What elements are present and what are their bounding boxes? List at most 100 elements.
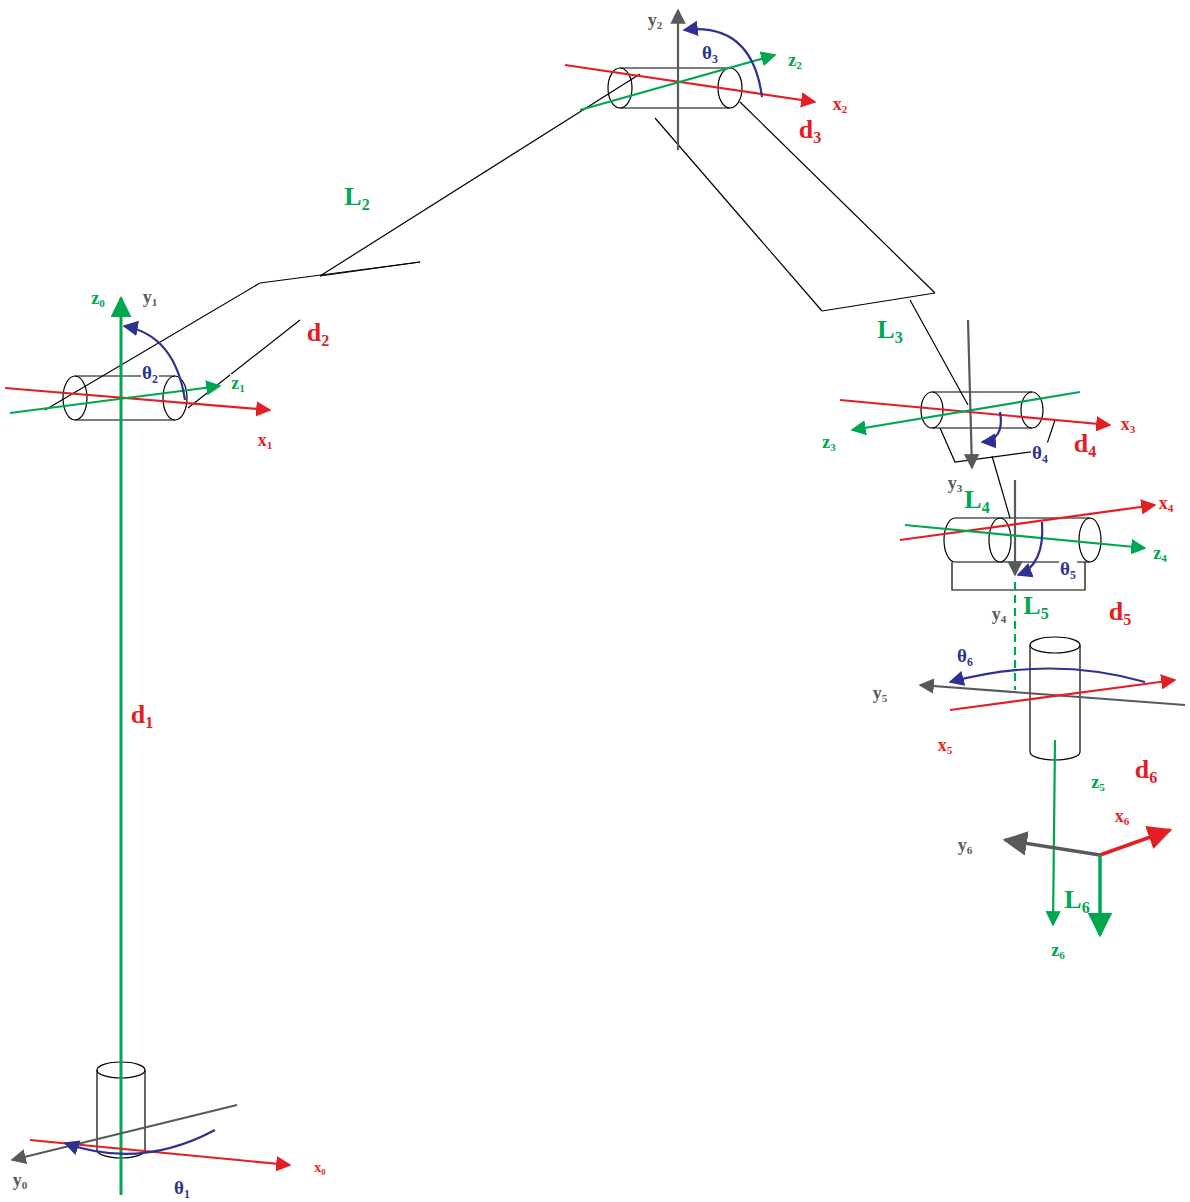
axis-label: y3 — [947, 474, 964, 492]
symbol: θ — [174, 1177, 184, 1198]
subscript: 6 — [1149, 769, 1157, 786]
link-offset-label: d5 — [1108, 599, 1133, 625]
subscript: 4 — [1042, 452, 1048, 465]
axis-label: y5 — [872, 684, 889, 702]
subscript: 3 — [1130, 423, 1136, 435]
axis-label: z1 — [230, 374, 246, 392]
axis-label: y4 — [991, 605, 1008, 623]
subscript: 5 — [1070, 568, 1076, 581]
symbol: z — [822, 432, 830, 452]
axis-label: z4 — [1152, 544, 1168, 562]
joint-angle-label: θ2 — [141, 363, 159, 382]
subscript: 2 — [321, 332, 329, 349]
link-length-label: L5 — [1022, 593, 1049, 619]
symbol: y — [958, 835, 967, 855]
axis-label: y6 — [957, 836, 974, 854]
symbol: d — [1135, 755, 1149, 784]
symbol: L — [1064, 885, 1081, 914]
subscript: 6 — [967, 655, 973, 668]
subscript: 5 — [1099, 781, 1105, 793]
symbol: y — [948, 473, 957, 493]
subscript: 0 — [99, 297, 105, 309]
symbol: z — [1153, 543, 1161, 563]
axis-label: z6 — [1050, 941, 1066, 959]
axis-label: x2 — [832, 95, 849, 113]
link-offset-label: d2 — [306, 320, 331, 346]
subscript: 5 — [1041, 605, 1049, 622]
symbol: x — [1159, 493, 1168, 513]
subscript: 1 — [239, 382, 245, 394]
joint-angle-label: θ4 — [1031, 443, 1049, 462]
link-offset-label: d1 — [130, 702, 155, 728]
symbol: L — [1023, 591, 1040, 620]
subscript: 5 — [882, 692, 888, 704]
symbol: x — [1115, 806, 1124, 826]
symbol: y — [873, 683, 882, 703]
symbol: d — [1109, 597, 1123, 626]
symbol: x — [258, 430, 267, 450]
subscript: 4 — [1168, 502, 1174, 514]
subscript: 2 — [796, 59, 802, 71]
symbol: d — [1074, 429, 1088, 458]
symbol: y — [143, 287, 152, 307]
axis-label: z5 — [1090, 773, 1106, 791]
axis-label: x4 — [1158, 494, 1175, 512]
link-length-label: L2 — [343, 184, 370, 210]
subscript: 3 — [957, 482, 963, 494]
symbol: L — [877, 315, 894, 344]
axis-label: x6 — [1114, 807, 1131, 825]
link-length-label: L4 — [963, 487, 990, 513]
subscript: 5 — [947, 744, 953, 756]
link-offset-label: d6 — [1134, 757, 1159, 783]
symbol: d — [799, 115, 813, 144]
axis-label: y2 — [647, 11, 664, 29]
subscript: 6 — [1082, 899, 1090, 916]
joint-angle-label: θ5 — [1059, 559, 1077, 578]
symbol: y — [13, 1170, 22, 1190]
axis-label: z0 — [90, 289, 106, 307]
symbol: y — [648, 10, 657, 30]
axis-label: x5 — [937, 736, 954, 754]
axis-label: x0 — [313, 1161, 326, 1175]
symbol: θ — [1060, 558, 1070, 579]
subscript: 6 — [967, 844, 973, 856]
axes — [5, 10, 1185, 1195]
subscript: 3 — [813, 129, 821, 146]
subscript: 2 — [362, 196, 370, 213]
joint-angle-label: θ1 — [173, 1178, 191, 1197]
axis-label: x1 — [257, 431, 274, 449]
symbol: x — [1121, 414, 1130, 434]
symbol: z — [91, 288, 99, 308]
subscript: 3 — [830, 441, 836, 453]
symbol: x — [314, 1160, 321, 1175]
subscript: 5 — [1123, 611, 1131, 628]
symbol: z — [788, 50, 796, 70]
joint-angle-label: θ6 — [956, 646, 974, 665]
subscript: 4 — [1161, 552, 1167, 564]
subscript: 1 — [184, 1187, 190, 1200]
symbol: d — [131, 700, 145, 729]
symbol: θ — [142, 362, 152, 383]
symbol: θ — [702, 42, 712, 63]
symbol: L — [964, 485, 981, 514]
subscript: 0 — [321, 1167, 325, 1177]
axis-label: y0 — [12, 1171, 29, 1189]
subscript: 4 — [1088, 443, 1096, 460]
link-offset-label: d3 — [798, 117, 823, 143]
subscript: 6 — [1124, 815, 1130, 827]
symbol: θ — [1032, 442, 1042, 463]
axis-label: y1 — [142, 288, 159, 306]
subscript: 2 — [657, 19, 663, 31]
subscript: 4 — [1001, 613, 1007, 625]
links — [45, 68, 1101, 1158]
subscript: 0 — [22, 1179, 28, 1191]
axis-label: z2 — [787, 51, 803, 69]
subscript: 4 — [982, 499, 990, 516]
symbol: z — [1091, 772, 1099, 792]
symbol: d — [307, 318, 321, 347]
symbol: x — [938, 735, 947, 755]
symbol: z — [1051, 940, 1059, 960]
axis-label: z3 — [821, 433, 837, 451]
